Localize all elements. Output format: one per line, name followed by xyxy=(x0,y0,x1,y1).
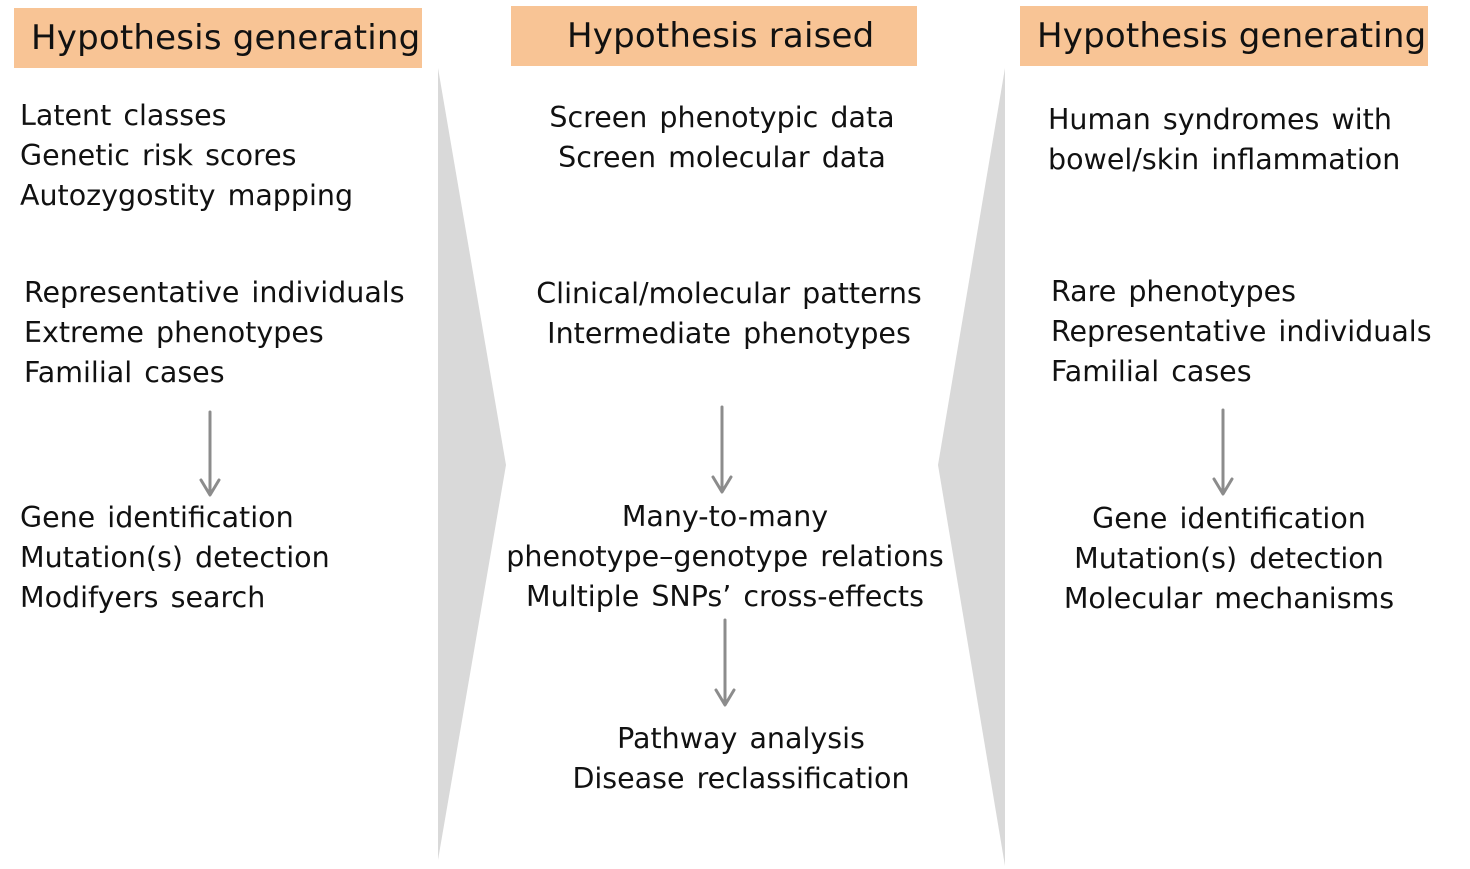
right-g3-line: Gene identification xyxy=(1092,502,1366,535)
left-g1-line: Autozygostity mapping xyxy=(20,179,354,212)
middle-g4-line: Pathway analysis xyxy=(617,722,865,755)
right-header-box xyxy=(1020,6,1428,66)
middle-g2-line: Clinical/molecular patterns xyxy=(536,277,922,310)
right-g1-line: Human syndromes with xyxy=(1048,103,1392,136)
right-header: Hypothesis generating xyxy=(1037,16,1427,56)
middle-down-arrow-2 xyxy=(714,618,736,707)
left-header: Hypothesis generating xyxy=(31,18,421,58)
left-g2-line: Extreme phenotypes xyxy=(24,316,324,349)
left-g1-line: Genetic risk scores xyxy=(20,139,297,172)
right-down-arrow xyxy=(1212,408,1234,496)
right-g1-line: bowel/skin inflammation xyxy=(1048,143,1401,176)
left-chevron-divider xyxy=(438,68,506,860)
right-g2-line: Representative individuals xyxy=(1051,315,1432,348)
left-group-3: Gene identification Mutation(s) detectio… xyxy=(20,498,330,618)
middle-header-box xyxy=(511,6,917,66)
left-group-1: Latent classes Genetic risk scores Autoz… xyxy=(20,96,353,216)
middle-g2-line: Intermediate phenotypes xyxy=(547,317,911,350)
middle-g4-line: Disease reclassification xyxy=(572,762,910,795)
middle-g3-line: Many-to-many xyxy=(621,500,829,533)
middle-group-3: Many-to-many phenotype–genotype relation… xyxy=(500,497,950,617)
left-g3-line: Mutation(s) detection xyxy=(20,541,330,574)
left-g2-line: Familial cases xyxy=(24,356,225,389)
right-g3-line: Mutation(s) detection xyxy=(1074,542,1384,575)
middle-group-4: Pathway analysis Disease reclassificatio… xyxy=(541,719,941,799)
middle-down-arrow-1 xyxy=(711,405,733,494)
middle-g1-line: Screen phenotypic data xyxy=(549,101,895,134)
middle-g3-line: Multiple SNPs’ cross-effects xyxy=(526,580,924,613)
right-g2-line: Familial cases xyxy=(1051,355,1252,388)
middle-g3-line: phenotype–genotype relations xyxy=(506,540,944,573)
middle-g1-line: Screen molecular data xyxy=(558,141,886,174)
middle-group-2: Clinical/molecular patterns Intermediate… xyxy=(509,274,949,354)
left-g2-line: Representative individuals xyxy=(24,276,405,309)
middle-header: Hypothesis raised xyxy=(567,16,875,56)
right-g3-line: Molecular mechanisms xyxy=(1063,582,1395,615)
left-g1-line: Latent classes xyxy=(20,99,227,132)
right-group-1: Human syndromes with bowel/skin inflamma… xyxy=(1048,100,1400,180)
right-group-3: Gene identification Mutation(s) detectio… xyxy=(1036,499,1422,619)
middle-group-1: Screen phenotypic data Screen molecular … xyxy=(522,98,922,178)
left-g3-line: Gene identification xyxy=(20,501,294,534)
right-g2-line: Rare phenotypes xyxy=(1051,275,1297,308)
left-g3-line: Modifyers search xyxy=(20,581,266,614)
left-down-arrow xyxy=(199,410,221,497)
left-header-box xyxy=(14,8,422,68)
right-chevron-divider xyxy=(938,68,1005,866)
right-group-2: Rare phenotypes Representative individua… xyxy=(1051,272,1432,392)
left-group-2: Representative individuals Extreme pheno… xyxy=(24,273,405,393)
